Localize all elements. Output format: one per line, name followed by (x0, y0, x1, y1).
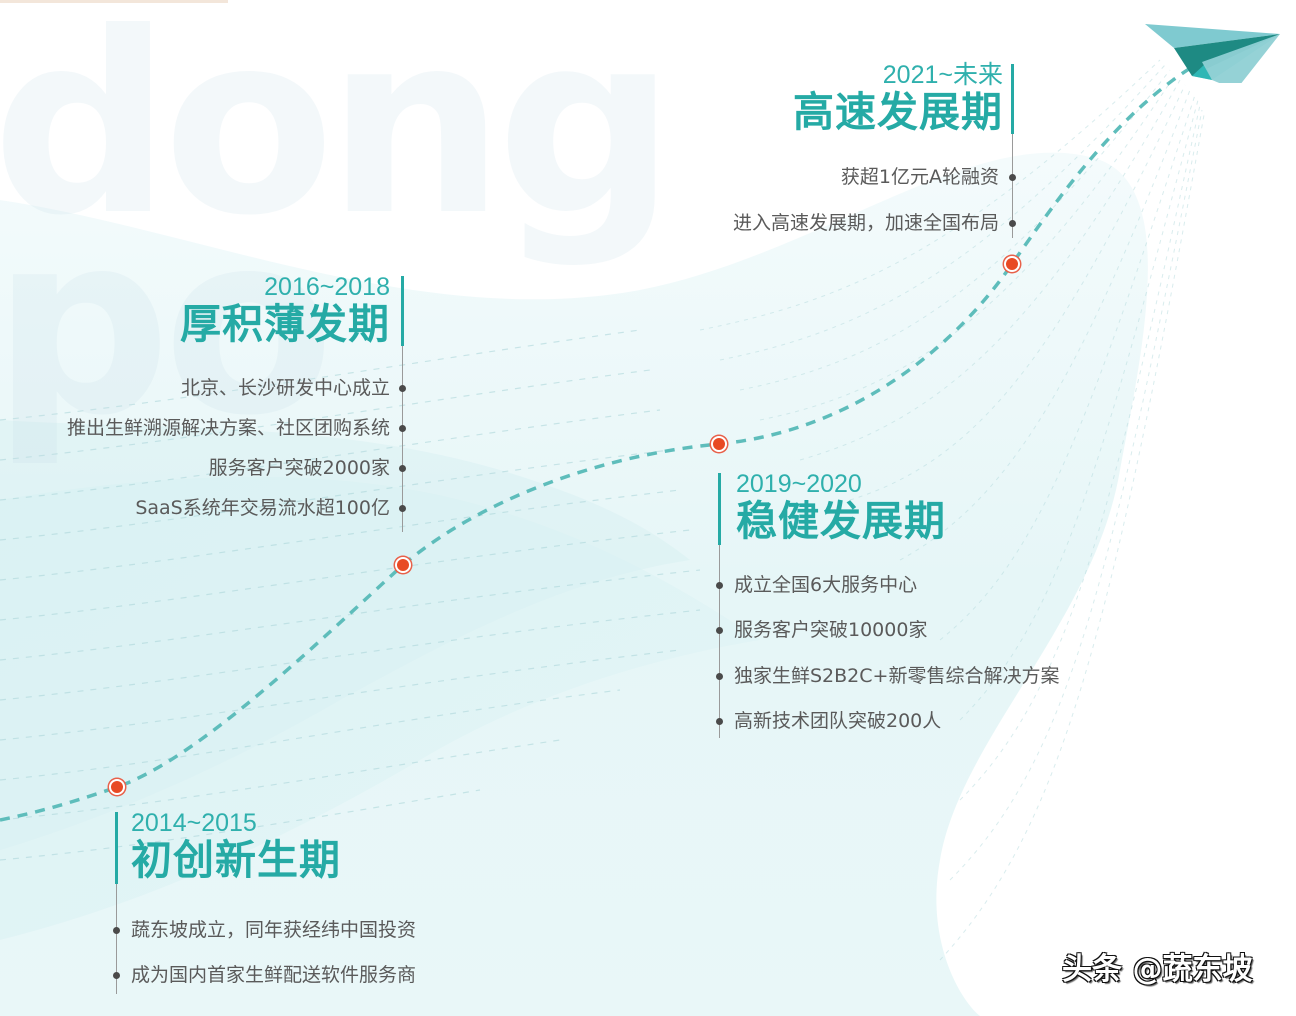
stage-2014-accent-bar (115, 812, 118, 884)
stage-2016-item: SaaS系统年交易流水超100亿 (135, 497, 390, 519)
stage-2016-header: 2016~2018 厚积薄发期 (180, 273, 390, 347)
bullet-icon (113, 927, 120, 934)
stage-2019-title: 稳健发展期 (736, 497, 946, 545)
bullet-icon (399, 385, 406, 392)
stage-2019-item: 成立全国6大服务中心 (734, 574, 918, 596)
stage-2021-accent-bar (1011, 64, 1014, 134)
stage-2019-accent-bar (718, 473, 721, 545)
top-accent-strip (0, 0, 228, 3)
bullet-icon (1009, 174, 1016, 181)
timeline-node-2016 (397, 559, 409, 571)
stage-2014-item: 蔬东坡成立，同年获经纬中国投资 (131, 919, 417, 941)
stage-2014-title: 初创新生期 (131, 836, 341, 884)
stage-2016-item: 推出生鲜溯源解决方案、社区团购系统 (66, 417, 390, 439)
bullet-icon (716, 582, 723, 589)
stage-2016-item: 服务客户突破2000家 (208, 457, 390, 479)
stage-2016-years: 2016~2018 (264, 273, 390, 301)
bullet-icon (716, 718, 723, 725)
stage-2021-timeline-line (1012, 134, 1013, 238)
stage-2019-header: 2019~2020 稳健发展期 (736, 470, 946, 544)
stage-2016-accent-bar (401, 276, 404, 346)
timeline-node-2014 (111, 781, 123, 793)
bullet-icon (716, 627, 723, 634)
stage-2014-header: 2014~2015 初创新生期 (131, 809, 341, 883)
stage-2016-title: 厚积薄发期 (180, 300, 390, 348)
stage-2021-item: 获超1亿元A轮融资 (840, 166, 999, 188)
stage-2014-timeline-line (116, 884, 117, 994)
bullet-icon (1009, 220, 1016, 227)
stage-2021-title: 高速发展期 (793, 88, 1003, 136)
stage-2014-years: 2014~2015 (131, 809, 257, 837)
source-watermark: 头条 @蔬东坡 (1062, 952, 1253, 987)
stage-2021-header: 2021~未来 高速发展期 (793, 61, 1003, 135)
bullet-icon (113, 972, 120, 979)
bullet-icon (399, 465, 406, 472)
paper-plane-icon (1145, 24, 1280, 83)
bullet-icon (399, 505, 406, 512)
timeline-node-2019 (713, 438, 725, 450)
stage-2019-years: 2019~2020 (736, 470, 862, 498)
bullet-icon (716, 673, 723, 680)
stage-2021-item: 进入高速发展期，加速全国布局 (732, 212, 999, 234)
bullet-icon (399, 425, 406, 432)
stage-2014-item: 成为国内首家生鲜配送软件服务商 (131, 964, 417, 986)
stage-2019-item: 高新技术团队突破200人 (734, 710, 942, 732)
stage-2019-item: 独家生鲜S2B2C+新零售综合解决方案 (734, 665, 1060, 687)
stage-2016-item: 北京、长沙研发中心成立 (180, 377, 390, 399)
timeline-node-2021 (1006, 258, 1018, 270)
stage-2021-years: 2021~未来 (882, 61, 1003, 89)
stage-2016-timeline-line (402, 346, 403, 532)
stage-2019-timeline-line (719, 545, 720, 738)
stage-2019-item: 服务客户突破10000家 (734, 619, 928, 641)
